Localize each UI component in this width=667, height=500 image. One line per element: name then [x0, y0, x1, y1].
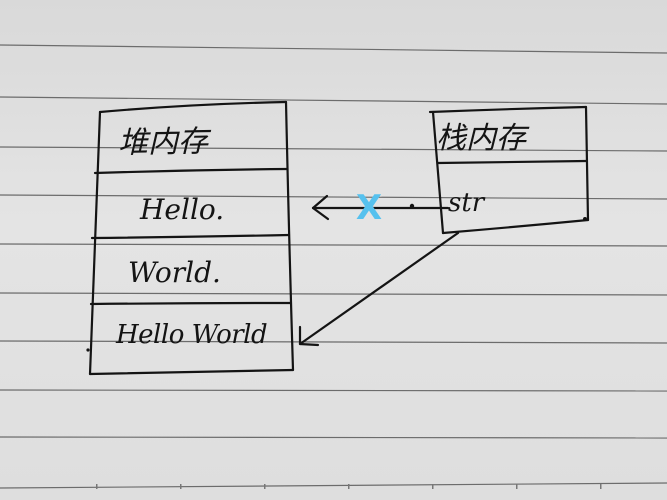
heap-box: [88, 100, 295, 376]
new-reference-arrow: [298, 231, 460, 347]
heap-title: 堆内存: [117, 124, 209, 161]
broken-link-mark: X: [356, 188, 382, 228]
old-reference-arrow: [311, 194, 450, 221]
stack-divider: [436, 159, 588, 165]
heap-row-hello: Hello.: [140, 193, 225, 226]
stack-box: [428, 105, 590, 235]
heap-divider-2: [90, 233, 291, 240]
stack-title: 栈内存: [436, 121, 526, 156]
stack-var-str: str: [448, 188, 485, 218]
heap-divider-1: [93, 167, 289, 175]
heap-row-world: World.: [128, 256, 221, 289]
heap-divider-3: [89, 301, 293, 306]
heap-row-hello-world: Hello World: [116, 320, 268, 350]
arrow-dot: [409, 203, 415, 209]
